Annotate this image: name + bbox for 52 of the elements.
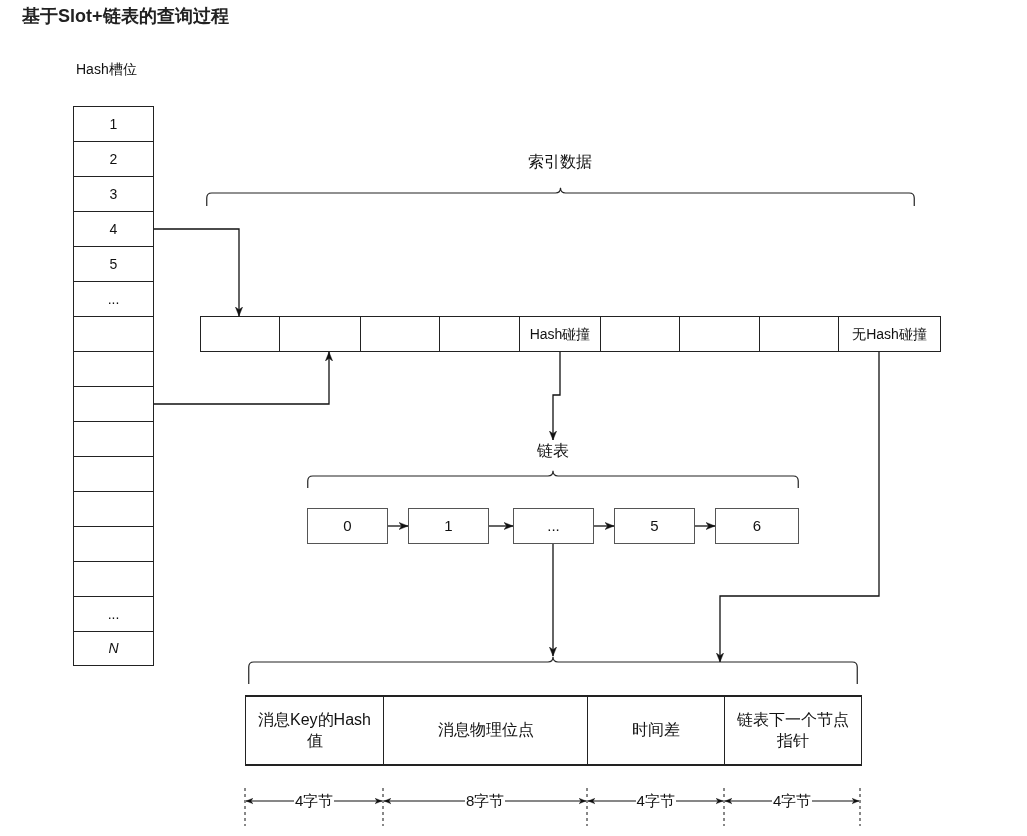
list-heading: 链表 <box>535 440 571 461</box>
index-slot-cell <box>439 316 520 352</box>
hash-slot-cell: 2 <box>73 141 154 177</box>
hash-slot-cell: 4 <box>73 211 154 247</box>
list-node-box: 1 <box>408 508 489 544</box>
hash-slot-cell: 5 <box>73 246 154 282</box>
index-slot-cell: 无Hash碰撞 <box>838 316 941 352</box>
hash-slot-cell <box>73 456 154 492</box>
arrow <box>387 522 409 530</box>
list-node-box: 5 <box>614 508 695 544</box>
hash-slot-cell <box>73 351 154 387</box>
column-heading: Hash槽位 <box>76 61 137 78</box>
list-node-box: 6 <box>715 508 799 544</box>
curly-brace <box>248 656 858 684</box>
hash-slot-cell <box>73 316 154 352</box>
index-slot-cell <box>279 316 361 352</box>
list-node-box: 0 <box>307 508 388 544</box>
hash-slot-cell: ... <box>73 596 154 632</box>
hash-slot-cell <box>73 491 154 527</box>
dimension-label: 4字节 <box>772 792 813 810</box>
dimension-label: 4字节 <box>635 792 676 810</box>
index-slot-cell <box>600 316 680 352</box>
diagram-title: 基于Slot+链表的查询过程 <box>22 6 229 28</box>
hash-slot-cell <box>73 561 154 597</box>
index-slot-cell <box>679 316 760 352</box>
index-slot-cell <box>759 316 839 352</box>
hash-slot-cell: 3 <box>73 176 154 212</box>
index-slot-cell <box>360 316 440 352</box>
record-field-cell: 消息物理位点 <box>383 695 588 766</box>
hash-slot-cell: ... <box>73 281 154 317</box>
arrow <box>549 543 557 657</box>
arrow <box>549 351 561 441</box>
hash-slot-cell: 1 <box>73 106 154 142</box>
arrow <box>153 351 333 405</box>
index-slot-cell: Hash碰撞 <box>519 316 601 352</box>
arrow <box>593 522 615 530</box>
hash-slot-cell <box>73 386 154 422</box>
hash-slot-cell <box>73 526 154 562</box>
dimension-label: 8字节 <box>465 792 506 810</box>
record-field-cell: 消息Key的Hash值 <box>245 695 384 766</box>
record-field-cell: 链表下一个节点指针 <box>724 695 862 766</box>
arrow <box>716 351 880 663</box>
index-slot-cell <box>200 316 280 352</box>
bracket-label: 索引数据 <box>528 152 592 172</box>
record-field-cell: 时间差 <box>587 695 725 766</box>
list-node-box: ... <box>513 508 594 544</box>
hash-slot-cell <box>73 421 154 457</box>
hash-slot-cell: N <box>73 631 154 666</box>
dimension-label: 4字节 <box>294 792 335 810</box>
arrow <box>153 228 243 317</box>
arrow <box>488 522 514 530</box>
arrow <box>694 522 716 530</box>
